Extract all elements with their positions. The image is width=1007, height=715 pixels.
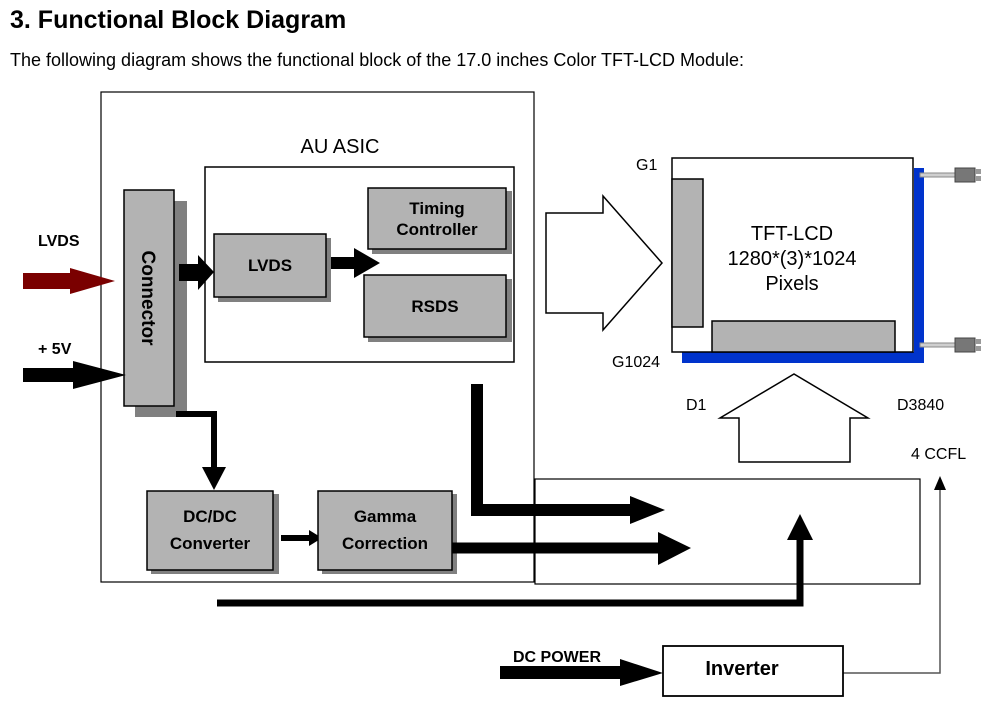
dcdc-label-1: DC/DC — [183, 507, 237, 526]
rsds-block — [363, 274, 507, 338]
gamma-block — [317, 490, 453, 571]
gamma-label-2: Correction — [342, 534, 428, 553]
dc-power-arrow — [500, 659, 663, 686]
power-bus-arrowhead — [787, 514, 813, 540]
backlight-label: 4 CCFL — [911, 446, 966, 463]
power-bus-line — [217, 538, 804, 607]
gate-driver — [671, 178, 704, 328]
inverter-to-ccfl-arrowhead — [934, 476, 946, 490]
inverter-block — [662, 645, 844, 697]
asic-output-line — [471, 384, 632, 516]
inverter-to-ccfl-line — [843, 488, 941, 674]
connector-label: Connector — [137, 251, 158, 347]
dcdc-block — [146, 490, 274, 571]
ccfl-connector-top — [919, 167, 981, 183]
intro-text: The following diagram shows the function… — [10, 50, 745, 70]
data-last-label: D3840 — [897, 397, 944, 414]
dc-power-label: DC POWER — [513, 649, 601, 666]
lvds-to-controller-arrow — [331, 248, 380, 278]
connector-block — [123, 189, 175, 407]
asic-output-arrowhead — [630, 496, 665, 524]
panel-label-3: Pixels — [765, 273, 818, 295]
backlight-bar-right — [914, 168, 924, 363]
lvds-block — [213, 233, 327, 298]
power-input-label: + 5V — [38, 341, 72, 358]
data-first-label: D1 — [686, 397, 707, 414]
panel-label-2: 1280*(3)*1024 — [728, 248, 857, 270]
source-driver — [711, 320, 896, 353]
timing-controller-block — [367, 187, 507, 250]
panel-input-hollow-arrow — [545, 194, 663, 332]
power-input-arrow — [23, 361, 126, 389]
gamma-label-1: Gamma — [354, 507, 417, 526]
output-frame — [534, 478, 921, 585]
connector-to-dcdc-arrowhead — [202, 467, 226, 490]
lvds-block-label: LVDS — [248, 256, 292, 275]
gate-first-label: G1 — [636, 157, 657, 174]
backlight-bar-bottom — [682, 352, 924, 363]
connector-to-dcdc-line — [176, 411, 217, 468]
ccfl-connector-bottom — [919, 337, 981, 353]
rsds-label: RSDS — [411, 297, 458, 316]
control-board-frame — [100, 91, 535, 583]
data-driver-hollow-arrow — [717, 373, 871, 463]
panel-label-1: TFT-LCD — [751, 223, 833, 245]
gate-last-label: G1024 — [612, 354, 660, 371]
lvds-input-label: LVDS — [38, 233, 80, 250]
asic-title: AU ASIC — [301, 136, 380, 158]
timing-controller-label-2: Controller — [396, 220, 478, 239]
gamma-output-arrowhead — [658, 532, 691, 565]
connector-to-lvds-arrow — [179, 255, 214, 290]
page-title: 3. Functional Block Diagram — [10, 6, 347, 34]
timing-controller-label-1: Timing — [409, 199, 464, 218]
inverter-label: Inverter — [705, 658, 779, 680]
dcdc-to-gamma-arrow — [281, 530, 322, 546]
dcdc-label-2: Converter — [170, 534, 251, 553]
lvds-input-arrow — [23, 268, 115, 294]
